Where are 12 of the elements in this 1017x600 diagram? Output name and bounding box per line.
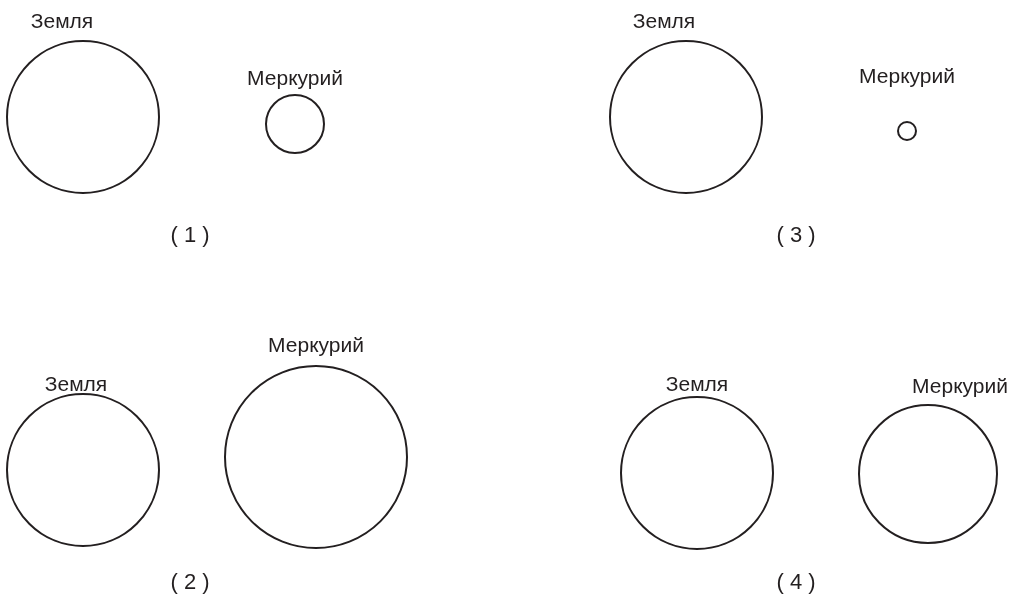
variant-number: ( 2 ) bbox=[170, 571, 210, 593]
planet-label: Меркурий bbox=[859, 65, 955, 86]
planet-label: Земля bbox=[44, 373, 108, 394]
variant-number: ( 3 ) bbox=[776, 224, 816, 246]
planet-label: Меркурий bbox=[247, 67, 343, 88]
planet-label: Земля bbox=[30, 10, 94, 31]
planet-label: Меркурий bbox=[268, 334, 364, 355]
variant-number: ( 4 ) bbox=[776, 571, 816, 593]
planet-label: Меркурий bbox=[912, 375, 1008, 396]
planet-label: Земля bbox=[632, 10, 696, 31]
variant-number: ( 1 ) bbox=[170, 224, 210, 246]
planet-label: Земля bbox=[665, 373, 729, 394]
